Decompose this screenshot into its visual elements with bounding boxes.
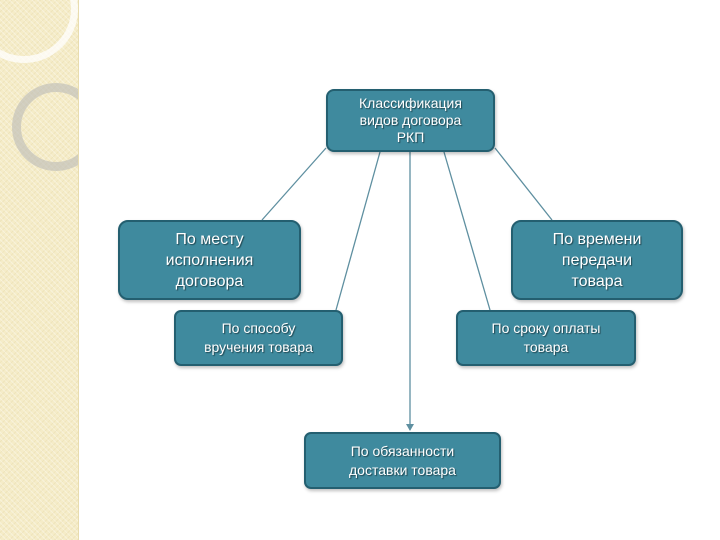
node-by-delivery-method-label: По способу вручения товара [204, 319, 313, 357]
connector-root-to-payment-term [444, 152, 490, 310]
node-by-payment-term-label: По сроку оплаты товара [492, 319, 601, 357]
node-by-place: По месту исполнения договора [118, 220, 301, 300]
node-by-delivery-method: По способу вручения товара [174, 310, 343, 366]
node-by-place-label: По месту исполнения договора [166, 229, 254, 292]
connector-root-to-delivery-method [336, 152, 380, 310]
connector-root-to-time [495, 148, 552, 220]
root-node: Классификация видов договора РКП [326, 89, 495, 152]
node-by-delivery-duty-label: По обязанности доставки товара [349, 442, 456, 480]
node-by-delivery-duty: По обязанности доставки товара [304, 432, 501, 489]
node-by-transfer-time: По времени передачи товара [511, 220, 683, 300]
connector-root-to-place [262, 148, 326, 220]
root-node-label: Классификация видов договора РКП [359, 95, 462, 146]
node-by-payment-term: По сроку оплаты товара [456, 310, 636, 366]
node-by-transfer-time-label: По времени передачи товара [553, 229, 642, 292]
